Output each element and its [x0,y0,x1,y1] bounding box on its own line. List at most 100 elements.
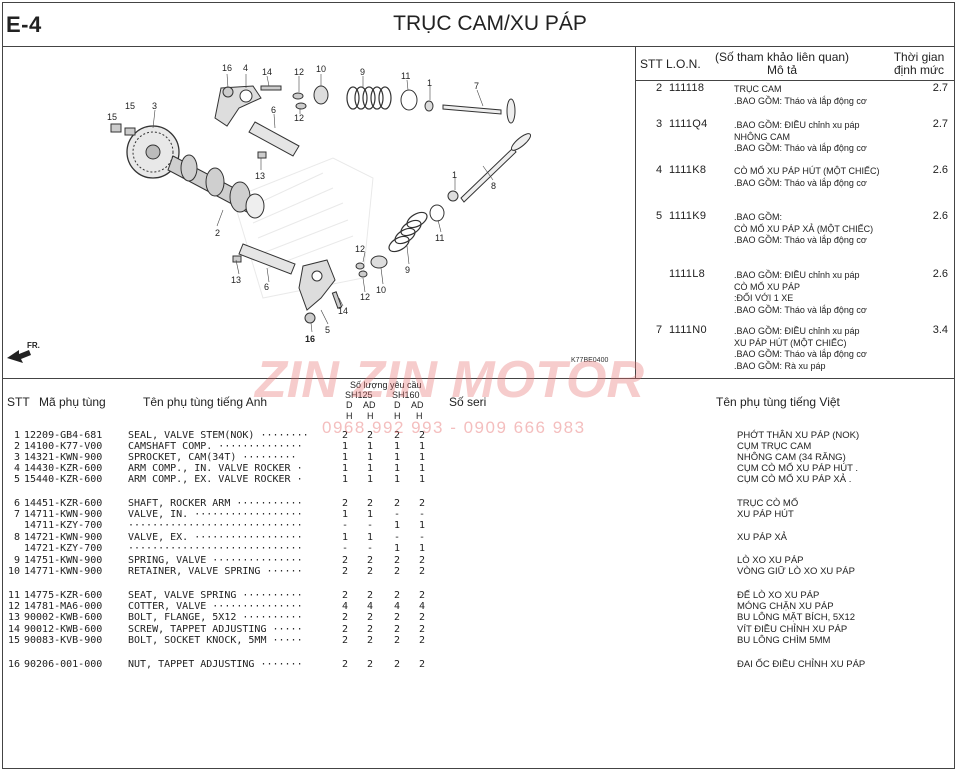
callout-6a: 6 [271,105,276,115]
part-name-en: COTTER, VALVE ··············· [128,601,303,612]
parts-header-name-vn: Tên phụ tùng tiếng Việt [716,395,840,409]
qty-sh160-d: 1 [394,474,401,485]
part-stt: 15 [8,635,21,646]
qty-sh160-ad: 1 [419,520,426,531]
callout-13a: 13 [255,171,265,181]
fasteners [110,85,368,324]
part-name-en: RETAINER, VALVE SPRING ······ [128,566,303,577]
callout-14b: 14 [338,306,348,316]
exploded-diagram: 16 4 14 12 10 9 11 1 7 15 3 15 6 12 13 8… [7,63,608,364]
qty-sh125-d: 4 [342,601,349,612]
part-stt: 14 [8,624,21,635]
ref-desc-line: CÒ MỔ XU PÁP [734,281,801,292]
part-number: 90083-KVB-900 [24,635,103,646]
callout-9a: 9 [360,67,365,77]
qty-sh125-ad: 2 [367,430,374,441]
callout-16a: 16 [222,63,232,73]
ref-header-lon: L.O.N. [666,57,701,71]
header-divider [2,46,955,47]
qty-sh160-d: 1 [394,543,401,554]
ref-desc-line: NHÔNG CAM [734,131,790,142]
part-name-vn: PHỚT THÂN XU PÁP (NOK) [737,430,860,441]
ref-desc-line: TRỤC CAM [734,84,782,94]
callout-14a: 14 [262,67,272,77]
ref-header-time-line2: định mức [893,63,945,77]
ref-desc-line: .BAO GỒM: Tháo và lắp động cơ [734,235,867,245]
part-stt: 1 [13,430,20,441]
qty-sh160-d: 2 [394,624,401,635]
part-stt: 13 [8,612,21,623]
parts-header-h2: H [367,411,374,421]
callout-15b: 15 [107,112,117,122]
part-name-vn: CỤM TRỤC CAM [737,441,812,452]
ref-time: 3.4 [932,324,948,336]
ref-header-desc: (Số tham khảo liên quan) Mô tả [708,51,856,77]
ref-desc: TRỤC CAM.BAO GỒM: Tháo và lắp động cơ [734,84,929,107]
part-name-vn: BU LÔNG MẶT BÍCH, 5X12 [737,612,856,623]
ref-desc-line: .BAO GỒM: Tháo và lắp động cơ [734,349,867,359]
part-stt: 7 [13,509,20,520]
part-number: 14721-KZY-700 [24,543,103,554]
part-name-en: ARM COMP., EX. VALVE ROCKER · [128,474,303,485]
qty-sh125-d: 2 [342,566,349,577]
part-stt: 2 [13,441,20,452]
rocker-shaft-top [248,121,300,157]
rocker-arm-ex [298,259,336,311]
qty-sh160-ad: 4 [419,601,426,612]
ref-stt: 5 [656,210,663,222]
part-name-vn: LÒ XO XU PÁP [737,555,804,566]
valve-ex [460,133,532,203]
callout-9b: 9 [405,265,410,275]
ref-lon: 111118 [669,82,705,94]
callout-4: 4 [243,63,248,73]
qty-sh160-d: 1 [394,463,401,474]
section-code: E-4 [6,12,42,37]
part-name-en: NUT, TAPPET ADJUSTING ······· [128,659,303,670]
part-name-vn: BU LÔNG CHÌM 5MM [737,635,831,646]
qty-sh160-ad: 2 [419,555,426,566]
page-title: TRỤC CAM/XU PÁP [393,12,587,35]
ref-desc-line: :ĐỐI VỚI 1 XE [734,293,794,303]
rocker-shaft-bottom [238,243,296,275]
part-number: 14321-KWN-900 [24,452,103,463]
ref-desc-line: .BAO GỒM: Tháo và lắp động cơ [734,304,867,315]
part-number: 14451-KZR-600 [24,498,103,509]
part-number: 14430-KZR-600 [24,463,103,474]
qty-sh125-ad: 2 [367,659,374,670]
part-name-en: SCREW, TAPPET ADJUSTING ····· [128,624,303,635]
qty-sh125-d: 2 [342,612,349,623]
part-name-vn: VÒNG GIỮ LÒ XO XU PÁP [737,566,855,577]
front-label: FR. [27,341,40,350]
qty-sh160-d: 2 [394,430,401,441]
part-stt: 5 [13,474,20,485]
engine-silhouette [232,157,374,299]
part-name-en: BOLT, FLANGE, 5X12 ·········· [128,612,303,623]
parts-header-serial: Số seri [449,395,487,409]
qty-sh160-d: 2 [394,498,401,509]
rocker-arm-in [214,85,262,127]
qty-sh160-d: 2 [394,590,401,601]
qty-sh160-d: 1 [394,452,401,463]
callout-12d: 12 [360,292,370,302]
part-number: 14100-K77-V00 [24,441,103,452]
callout-12b: 12 [294,113,304,123]
part-name-vn: NHÔNG CAM (34 RĂNG) [737,452,846,463]
ref-desc-line: .BAO GỒM: Tháo và lắp động cơ [734,143,867,153]
callout-2: 2 [215,228,220,238]
qty-sh125-d: 1 [342,452,349,463]
qty-sh160-ad: 1 [419,452,426,463]
qty-sh125-d: 2 [342,624,349,635]
qty-sh160-ad: - [419,509,426,520]
callout-16b: 16 [305,334,315,344]
callout-7: 7 [474,81,479,91]
qty-sh160-ad: 1 [419,543,426,554]
part-name-vn: CỤM CÒ MỔ XU PÁP XẢ . [737,474,852,485]
leader-lines [152,73,494,333]
qty-sh125-d: - [342,543,349,554]
qty-sh125-d: - [342,520,349,531]
part-number: 90206-001-000 [24,659,103,670]
